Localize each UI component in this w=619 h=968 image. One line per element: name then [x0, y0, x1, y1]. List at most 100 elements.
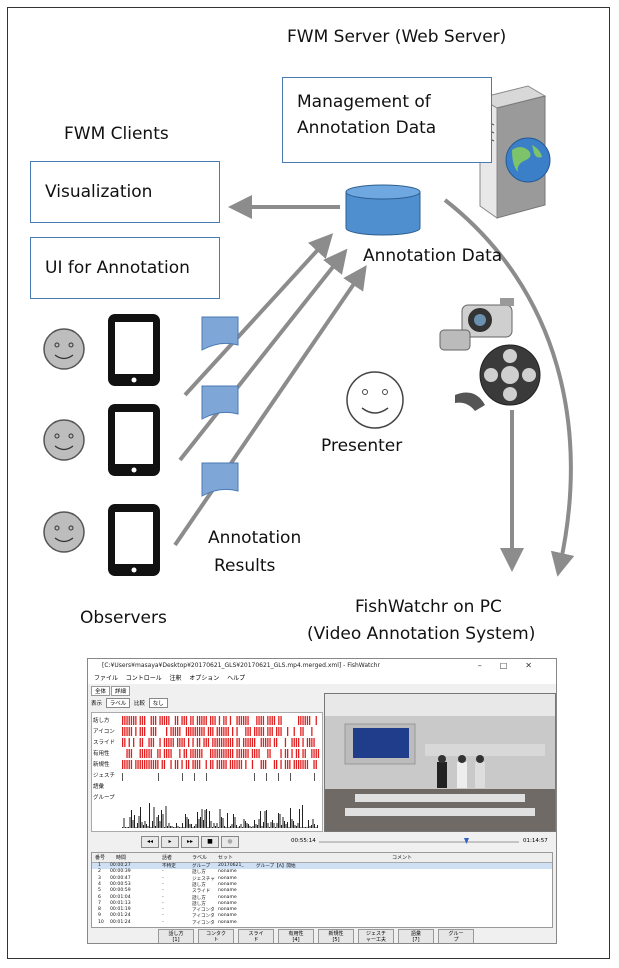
- timeline-mark: [177, 727, 179, 736]
- window-controls[interactable]: –□✕: [477, 661, 550, 670]
- histogram-bar: [156, 817, 158, 828]
- timeline-mark: [139, 738, 141, 747]
- menu-help[interactable]: ヘルプ: [227, 675, 246, 682]
- timeline-mark: [260, 716, 262, 725]
- timeline-mark: [225, 716, 227, 725]
- timeline-mark: [229, 749, 232, 758]
- col-header[interactable]: 時間: [116, 855, 127, 861]
- timeline-mark: [221, 760, 223, 769]
- ui-annotation-box: UI for Annotation: [30, 237, 220, 299]
- video-player[interactable]: [324, 693, 556, 832]
- histogram-bar: [279, 814, 281, 828]
- timeline-mark: [309, 716, 311, 725]
- timeline-mark: [300, 727, 302, 736]
- timeline-mark: [126, 749, 128, 758]
- timeline-mark: [273, 716, 276, 725]
- table-cell: noname: [218, 907, 237, 913]
- histogram-bar: [272, 820, 273, 828]
- result-sheet-icon-1: [201, 316, 239, 351]
- rewind-button[interactable]: ◂◂: [141, 836, 159, 848]
- timeline-mark: [166, 716, 168, 725]
- timeline-mark: [304, 760, 306, 769]
- histogram-bar: [269, 827, 270, 828]
- current-time: 00:55:14: [291, 838, 316, 844]
- menu-annotation[interactable]: 注釈: [169, 675, 182, 682]
- menu-control[interactable]: コントロール: [125, 675, 162, 682]
- timeline-mark: [185, 760, 188, 769]
- tab-detail[interactable]: 詳細: [111, 686, 131, 696]
- table-cell: 20170621_: [218, 863, 244, 868]
- timeline-mark: [124, 716, 126, 725]
- stop-button[interactable]: ■: [201, 836, 219, 848]
- histogram-bar: [131, 810, 132, 828]
- timeline-mark: [190, 716, 192, 725]
- col-header[interactable]: コメント: [392, 855, 413, 861]
- timeline-panel[interactable]: 話し方 アイコン スライド 有用性 新規性 ジェスチ 語彙 グループ: [91, 712, 323, 832]
- timeline-row-label: アイコン: [93, 729, 115, 735]
- label-button[interactable]: ジェスチャー工夫: [358, 929, 394, 943]
- timeline-mark: [280, 749, 282, 758]
- timeline-mark: [284, 749, 287, 758]
- table-cell: アイコンタ: [192, 914, 215, 920]
- timeline-row-label: スライド: [93, 740, 116, 746]
- table-cell: アイコンタ: [192, 908, 215, 914]
- management-box: Management of Annotation Data: [282, 77, 492, 163]
- timeline-mark: [287, 749, 289, 758]
- compare-select[interactable]: なし: [148, 698, 168, 708]
- timeline-mark: [221, 738, 223, 747]
- timeline-mark: [183, 738, 185, 747]
- col-header[interactable]: ラベル: [192, 855, 208, 861]
- table-cell: -: [162, 900, 164, 906]
- histogram-bar: [195, 824, 197, 828]
- tab-all[interactable]: 全体: [91, 686, 111, 696]
- fast-forward-button[interactable]: ▸▸: [181, 836, 199, 848]
- timeline-mark: [128, 760, 130, 769]
- label-button[interactable]: 新規性[5]: [318, 929, 354, 943]
- observer-face-icon-1: [43, 328, 85, 370]
- timeline-row-label: 語彙: [93, 784, 105, 790]
- timeline-mark: [278, 773, 279, 781]
- label-button[interactable]: グループ: [438, 929, 474, 943]
- menu-file[interactable]: ファイル: [94, 675, 119, 682]
- timeline-mark: [163, 749, 166, 758]
- play-button[interactable]: ▸: [161, 836, 179, 848]
- label-button[interactable]: 有用性[4]: [278, 929, 314, 943]
- histogram-bar: [228, 827, 230, 828]
- histogram-bar: [134, 815, 135, 828]
- label-button[interactable]: スライド: [238, 929, 274, 943]
- label-button[interactable]: 語彙[7]: [398, 929, 434, 943]
- histogram-bar: [293, 821, 294, 828]
- col-header[interactable]: 番号: [95, 855, 106, 861]
- label-button[interactable]: コンタクト: [198, 929, 234, 943]
- seek-slider[interactable]: [319, 838, 519, 848]
- timeline-mark: [185, 716, 188, 725]
- timeline-mark: [181, 738, 183, 747]
- histogram-bar: [123, 818, 125, 828]
- record-button[interactable]: ●: [221, 836, 239, 848]
- col-header[interactable]: セット: [218, 855, 234, 861]
- menu-option[interactable]: オプション: [189, 675, 220, 682]
- label-button[interactable]: 話し方[1]: [158, 929, 194, 943]
- timeline-mark: [207, 738, 210, 747]
- histogram-bar: [194, 826, 195, 828]
- timeline-mark: [214, 749, 216, 758]
- table-cell: 8: [98, 907, 101, 913]
- show-select[interactable]: ラベル: [105, 698, 131, 708]
- timeline-mark: [212, 716, 214, 725]
- timeline-row-label: 新規性: [93, 762, 110, 768]
- timeline-mark: [177, 738, 179, 747]
- timeline-mark: [141, 760, 144, 769]
- timeline-mark: [194, 749, 196, 758]
- col-header[interactable]: 話者: [162, 855, 173, 861]
